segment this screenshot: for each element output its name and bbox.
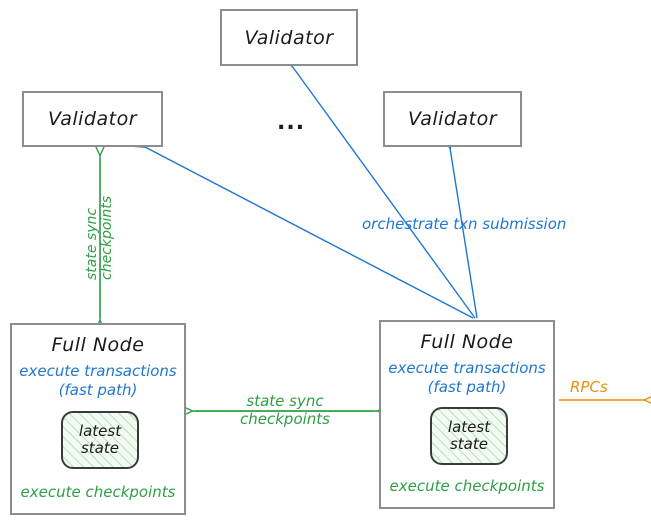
- full-node-left-execute-line1: execute transactions: [19, 362, 177, 380]
- state-sync-horizontal-label: state sync checkpoints: [225, 392, 345, 428]
- full-node-left-latest-state-label: latest state: [78, 421, 122, 458]
- full-node-left-execute-line2: (fast path): [58, 380, 138, 399]
- rpcs-label: RPCs: [570, 378, 608, 396]
- full-node-right-box[interactable]: Full Node execute transactions (fast pat…: [379, 320, 555, 509]
- state-sync-vertical-label: state sync checkpoints: [84, 196, 115, 280]
- validator-right-label: Validator: [407, 108, 498, 130]
- validator-top-box[interactable]: Validator: [220, 9, 358, 66]
- full-node-right-execute-line2: (fast path): [427, 377, 507, 396]
- validators-ellipsis: ...: [277, 110, 306, 135]
- state-sync-vertical-line1: state sync: [84, 207, 100, 280]
- validator-left-box[interactable]: Validator: [22, 91, 163, 147]
- full-node-right-execute-line1: execute transactions: [388, 359, 546, 377]
- validator-left-label: Validator: [47, 108, 138, 130]
- validator-right-box[interactable]: Validator: [383, 91, 522, 147]
- full-node-left-box[interactable]: Full Node execute transactions (fast pat…: [10, 323, 186, 515]
- full-node-right-latest-state-box: latest state: [430, 407, 508, 465]
- state-sync-vertical-line2: checkpoints: [99, 196, 115, 280]
- full-node-right-bottom-label: execute checkpoints: [389, 477, 545, 495]
- state-sync-horizontal-line2: checkpoints: [240, 410, 330, 428]
- state-sync-horizontal-line1: state sync: [246, 392, 324, 410]
- validator-top-label: Validator: [244, 26, 334, 49]
- full-node-left-latest-state-box: latest state: [61, 411, 139, 469]
- orchestrate-txn-label: orchestrate txn submission: [362, 215, 567, 233]
- latest-state-line1: latest: [447, 417, 491, 436]
- latest-state-line2: state: [80, 439, 119, 457]
- latest-state-line2: state: [449, 435, 488, 453]
- latest-state-line1: latest: [78, 421, 122, 440]
- full-node-left-bottom-label: execute checkpoints: [20, 483, 176, 501]
- full-node-left-title: Full Node: [51, 334, 145, 356]
- full-node-right-latest-state-label: latest state: [447, 417, 491, 454]
- full-node-right-title: Full Node: [420, 331, 514, 353]
